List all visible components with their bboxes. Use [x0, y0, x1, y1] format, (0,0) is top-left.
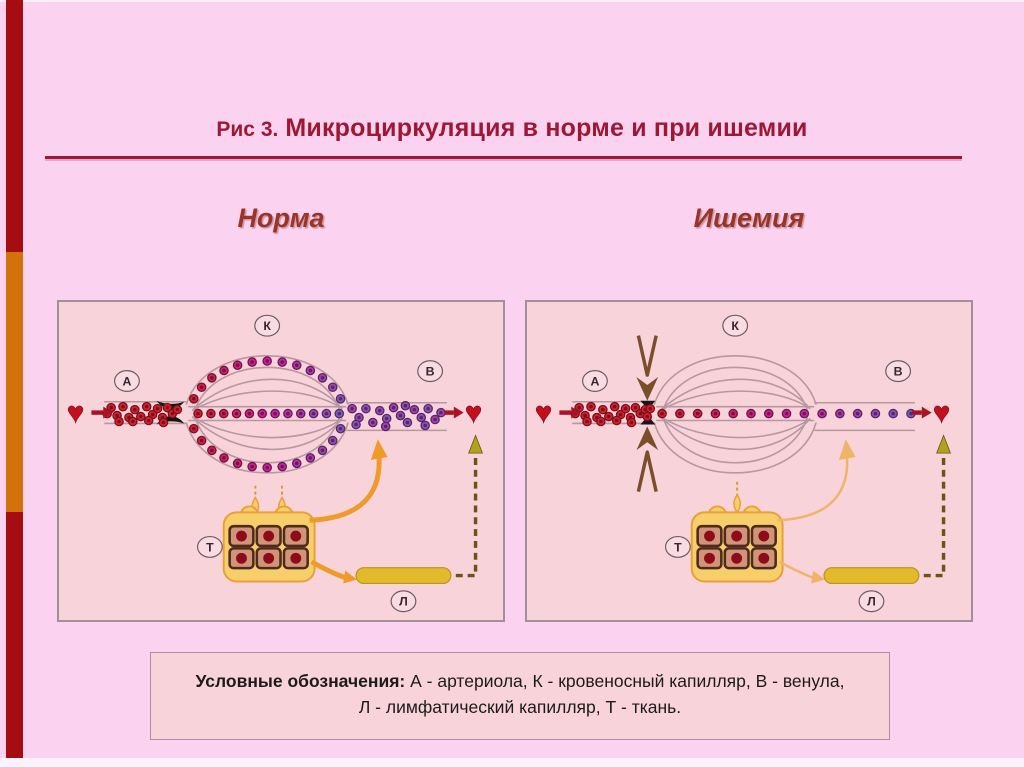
blood-flow-arrow-out: [911, 406, 932, 419]
svg-text:К: К: [731, 319, 739, 333]
blood-cells: [102, 356, 446, 473]
label-arteriole: А: [582, 370, 608, 392]
title-underline: [45, 156, 962, 159]
legend-definitions-2: Л - лимфатический капилляр, Т - ткань.: [358, 697, 682, 717]
label-capillary: К: [722, 314, 749, 337]
label-arteriole: А: [114, 370, 140, 392]
label-tissue: Т: [196, 535, 223, 558]
svg-text:В: В: [894, 365, 903, 379]
legend-definitions-1: А - артериола, К - кровеносный капилляр,…: [405, 671, 845, 691]
svg-text:К: К: [263, 319, 271, 333]
lymph-flow-arrow: [455, 434, 484, 578]
heart-icon-right: ♥: [465, 396, 483, 429]
svg-text:В: В: [426, 365, 435, 379]
blood-flow-arrow-out: [443, 406, 464, 419]
compression-arrow-top: [636, 335, 658, 377]
lymph-flow-arrow: [923, 434, 952, 578]
legend-box: Условные обозначения: А - артериола, К -…: [150, 652, 890, 740]
label-capillary: К: [254, 314, 281, 337]
diagram-panel-ischemia: ♥ ♥ А К В Т Л: [525, 300, 973, 622]
lymphatic-capillary-bar: [823, 567, 920, 585]
microcirculation-diagram-normal: ♥ ♥ А К В Т Л: [66, 314, 484, 613]
page-title: Микроциркуляция в норме и при ишемии: [285, 114, 808, 142]
svg-text:А: А: [590, 374, 599, 388]
blood-flow-arrow-in: [559, 406, 582, 419]
vessel-walls: [572, 355, 915, 474]
legend-line-1: Условные обозначения: А - артериола, К -…: [151, 668, 889, 694]
filtration-connectors: [254, 485, 283, 499]
compression-arrow-bottom: [636, 450, 658, 492]
label-venule: В: [885, 360, 912, 383]
microcirculation-diagram-ischemia: ♥ ♥ А К В Т Л: [534, 314, 952, 613]
heart-icon-left: ♥: [535, 396, 553, 429]
tissue-block: [222, 505, 316, 583]
tissue-block: [690, 505, 784, 583]
sidebar-accent-bar-bottom: [6, 512, 23, 758]
svg-text:Т: Т: [206, 540, 214, 554]
heart-icon-left: ♥: [67, 396, 85, 429]
vessel-walls: [104, 355, 447, 474]
sidebar-accent-bar-middle: [6, 252, 23, 512]
svg-text:Л: Л: [867, 595, 876, 609]
svg-text:А: А: [122, 374, 131, 388]
blood-flow-arrow-in: [91, 406, 114, 419]
lymphatic-capillary-bar: [355, 567, 452, 585]
slide-top-edge: [0, 0, 1024, 2]
figure-number: Рис 3.: [216, 118, 279, 141]
column-label-normal: Норма: [237, 203, 325, 233]
sidebar-accent-bar-top: [6, 0, 23, 252]
label-tissue: Т: [664, 535, 691, 558]
blood-cells: [570, 401, 916, 428]
label-lymph: Л: [858, 590, 885, 613]
interstitial-fluid-arrows: [309, 439, 388, 584]
slide-bottom-edge: [0, 758, 1024, 767]
diagram-panel-normal: ♥ ♥ А К В Т Л: [57, 300, 505, 622]
label-venule: В: [417, 360, 444, 383]
column-label-ischemia: Ишемия: [693, 203, 805, 233]
svg-text:Л: Л: [399, 595, 408, 609]
svg-text:Т: Т: [674, 540, 682, 554]
label-lymph: Л: [390, 590, 417, 613]
legend-term: Условные обозначения:: [195, 671, 406, 691]
interstitial-fluid-arrows: [777, 439, 856, 584]
compression-arrows: [636, 335, 659, 492]
slide-title: Рис 3. Микроциркуляция в норме и при ишем…: [0, 114, 1024, 143]
heart-icon-right: ♥: [933, 396, 951, 429]
